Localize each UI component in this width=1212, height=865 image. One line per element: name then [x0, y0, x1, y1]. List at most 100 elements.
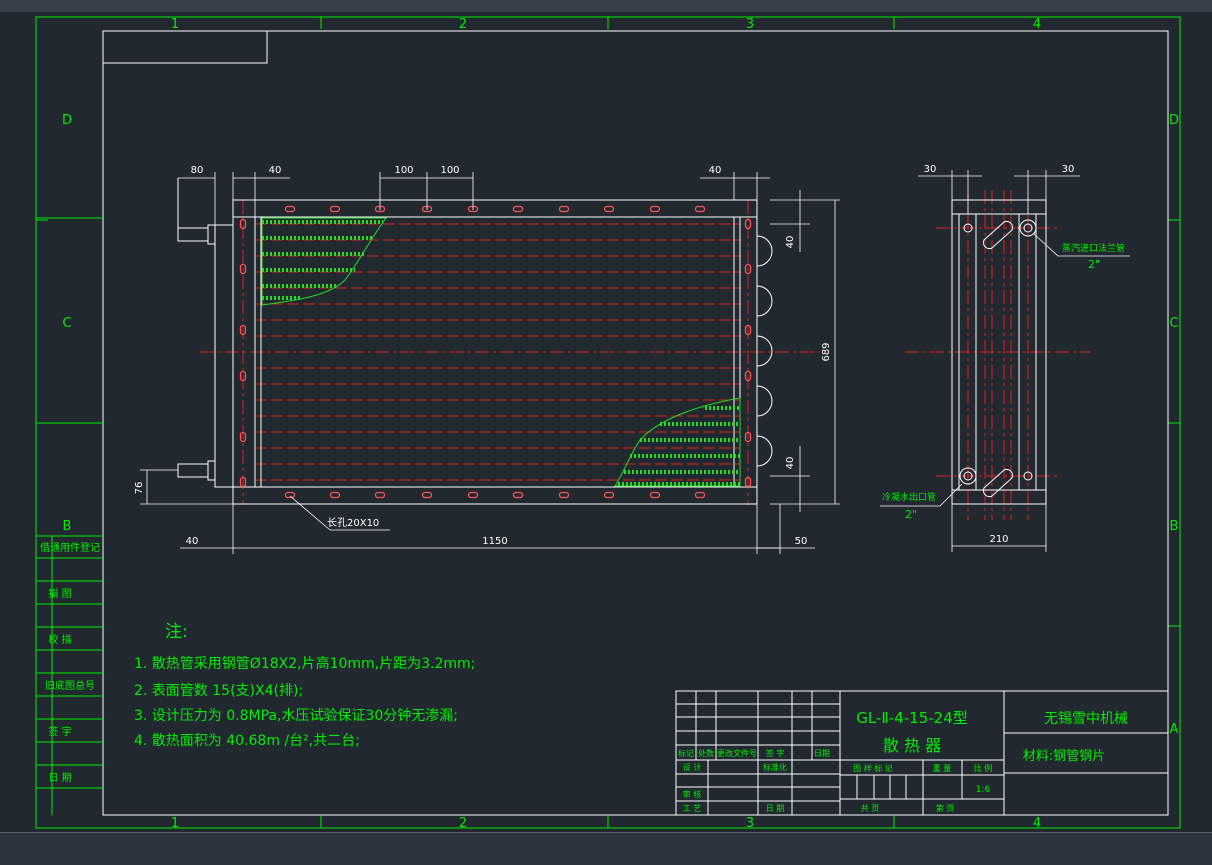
tb-info-weight: 重 量 — [933, 763, 952, 773]
col-label-top-1: 1 — [171, 17, 179, 32]
title-model: GL-Ⅱ-4-15-24型 — [856, 709, 967, 727]
col-label-bottom-1: 1 — [171, 816, 179, 831]
tb-role-standard: 标准化 — [763, 762, 787, 772]
note-2: 2. 表面管数 15(支)X4(排); — [134, 683, 303, 699]
callout-condensate-outlet: 冷凝水出口管 — [882, 491, 936, 503]
strip-sign: 签 字 — [48, 725, 71, 738]
slot-hole-top-10 — [694, 205, 706, 213]
technical-notes: 注: 1. 散热管采用钢管Ø18X2,片高10mm,片距为3.2mm; 2. 表… — [134, 622, 475, 749]
tube-lines — [255, 223, 740, 481]
tb-header-sign: 签 字 — [766, 748, 785, 758]
strip-old-number: 旧底图总号 — [45, 679, 95, 692]
slot-hole-bottom-1 — [284, 491, 296, 499]
title-name: 散 热 器 — [883, 736, 941, 755]
slot-hole-bottom-7 — [558, 491, 570, 499]
title-block — [675, 690, 1169, 816]
row-label-left-b: B — [63, 519, 72, 534]
strip-check: 校 描 — [48, 633, 71, 646]
slot-hole-left-2 — [239, 263, 247, 275]
fin-hatch-lower — [614, 397, 741, 487]
slot-hole-left-5 — [239, 431, 247, 443]
tb-info-mark: 图 样 标 记 — [853, 763, 893, 773]
callout-condensate-outlet-size: 2" — [905, 508, 917, 521]
dim-30-left: 30 — [924, 164, 937, 175]
dim-100-b: 100 — [440, 165, 459, 176]
title-company: 无锡雪中机械 — [1044, 711, 1128, 727]
col-label-bottom-3: 3 — [746, 816, 754, 831]
slot-hole-top-1 — [284, 205, 296, 213]
dim-40-bottom: 40 — [186, 536, 199, 547]
slot-hole-bottom-9 — [649, 491, 661, 499]
dim-30-right: 30 — [1062, 164, 1075, 175]
slot-hole-bottom-6 — [512, 491, 524, 499]
col-label-top-3: 3 — [746, 17, 754, 32]
slot-hole-bottom-5 — [467, 491, 479, 499]
tb-header-docno: 更改文件号 — [717, 748, 757, 758]
slot-hole-bottom-4 — [421, 491, 433, 499]
col-label-bottom-4: 4 — [1033, 816, 1041, 831]
title-scale-value: 1:6 — [976, 785, 991, 795]
slot-hole-bottom-3 — [374, 491, 386, 499]
dim-689: 689 — [821, 342, 832, 361]
row-label-right-b: B — [1170, 519, 1179, 534]
side-body-outline — [951, 199, 1047, 505]
slot-hole-right-3 — [744, 324, 752, 336]
side-view[interactable]: 30 30 210 蒸汽进口法兰管 2" 冷凝水出口管 2" — [880, 164, 1130, 552]
dim-40-right: 40 — [709, 165, 722, 176]
tb-role-review: 审 核 — [683, 789, 702, 799]
strip-date: 日 期 — [48, 772, 71, 784]
dim-76: 76 — [134, 482, 145, 495]
slot-hole-left-4 — [239, 370, 247, 382]
slot-hole-bottom-8 — [603, 491, 615, 499]
tb-sheet-total: 共 页 — [861, 804, 880, 813]
front-dimensions — [140, 172, 840, 554]
fin-hatch-upper — [261, 217, 387, 306]
front-center-lines — [200, 200, 820, 505]
title-material: 材料:钢管钢片 — [1023, 749, 1105, 764]
slot-hole-bottom-2 — [329, 491, 341, 499]
callout-steam-inlet-size: 2" — [1088, 258, 1100, 271]
slot-holes — [239, 205, 752, 499]
note-4: 4. 散热面积为 40.68m /台²,共二台; — [134, 733, 360, 749]
dim-100-a: 100 — [394, 165, 413, 176]
tb-header-count: 处数 — [698, 748, 714, 758]
row-label-right-a: A — [1170, 722, 1179, 737]
tb-role-date: 日 期 — [766, 804, 785, 813]
side-dimensions — [880, 170, 1130, 552]
dim-40-lower-bend: 40 — [785, 457, 796, 470]
tb-header-mark: 标记 — [678, 748, 694, 758]
callout-slot-hole: 长孔20X10 — [327, 517, 379, 529]
dim-80: 80 — [191, 165, 204, 176]
slot-hole-right-1 — [744, 218, 752, 230]
slot-hole-top-2 — [329, 205, 341, 213]
slot-hole-top-8 — [603, 205, 615, 213]
slot-hole-bottom-10 — [694, 491, 706, 499]
col-label-bottom-2: 2 — [459, 816, 467, 831]
col-label-top-4: 4 — [1033, 17, 1041, 32]
top-toolbar-strip — [0, 0, 1212, 12]
dim-40-left: 40 — [269, 165, 282, 176]
notes-heading: 注: — [165, 622, 188, 642]
slot-hole-top-7 — [558, 205, 570, 213]
callout-steam-inlet: 蒸汽进口法兰管 — [1062, 242, 1125, 254]
dim-210: 210 — [989, 534, 1008, 545]
note-3: 3. 设计压力为 0.8MPa,水压试验保证30分钟无渗漏; — [134, 707, 458, 724]
slot-hole-left-6 — [239, 476, 247, 488]
dim-40-upper-bend: 40 — [785, 236, 796, 249]
slot-hole-right-5 — [744, 431, 752, 443]
slot-hole-top-6 — [512, 205, 524, 213]
strip-trace: 描 图 — [48, 587, 71, 600]
front-view[interactable] — [177, 178, 820, 505]
sheet-frame — [35, 16, 1181, 829]
dim-1150: 1150 — [482, 536, 507, 547]
left-register-strip — [36, 217, 103, 815]
row-label-right-c: C — [1169, 316, 1178, 331]
bottom-status-strip — [0, 832, 1212, 865]
col-label-top-2: 2 — [459, 17, 467, 32]
strip-register: 借通用件登记 — [40, 541, 100, 554]
slot-hole-top-9 — [649, 205, 661, 213]
slot-hole-right-6 — [744, 476, 752, 488]
row-label-left-d: D — [62, 113, 72, 128]
tb-role-process: 工 艺 — [683, 804, 702, 813]
